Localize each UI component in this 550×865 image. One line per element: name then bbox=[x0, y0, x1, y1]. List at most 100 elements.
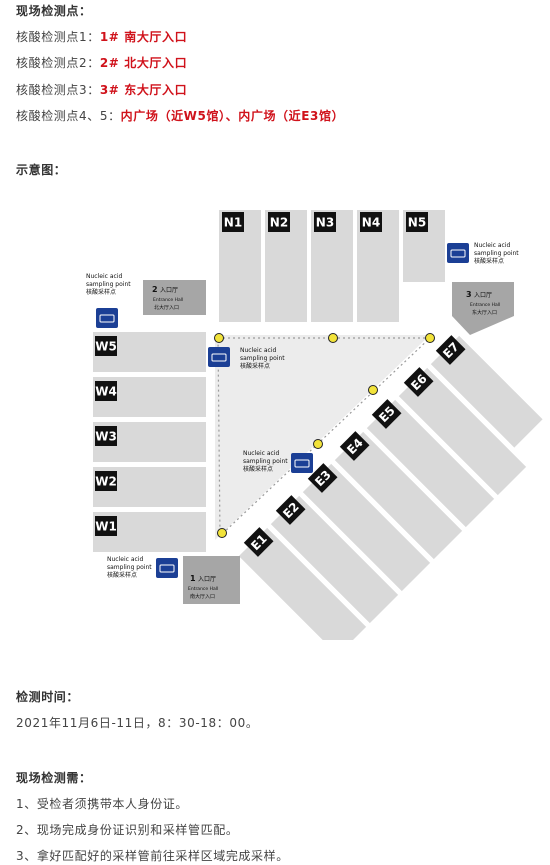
hall-e3: E3 bbox=[302, 463, 431, 592]
hall-label-box bbox=[307, 463, 338, 493]
entrance-east-block bbox=[452, 282, 514, 335]
site-item-2: 核酸检测点2：2# 北大厅入口 bbox=[16, 55, 187, 71]
sampling-label-en1: Nucleic acid bbox=[240, 347, 276, 354]
sampling-label-en2: sampling point bbox=[86, 281, 131, 288]
sampling-point-plaza-w5: Nucleic acid sampling point 核酸采样点 bbox=[208, 347, 285, 370]
hall-e2: E2 bbox=[270, 495, 399, 624]
hall-n3: N3 bbox=[311, 210, 353, 322]
hall-label-text: N2 bbox=[270, 216, 288, 230]
entrance-east-number: 3 bbox=[466, 290, 472, 299]
site-item-4: 核酸检测点4、5：内广场（近W5馆）、内广场（近E3馆） bbox=[16, 108, 344, 124]
hall-label: E6 bbox=[403, 367, 434, 397]
site-item-highlight: 2# 北大厅入口 bbox=[99, 56, 188, 70]
hall-label-box bbox=[95, 381, 117, 401]
hall-label-text: W5 bbox=[95, 340, 117, 354]
hall-e4: E4 bbox=[334, 431, 463, 560]
hall-n4: N4 bbox=[357, 210, 399, 322]
entrance-east-en: Entrance Hall bbox=[470, 302, 500, 308]
hall-e7: E7 bbox=[430, 335, 543, 448]
site-item-highlight: 1# 南大厅入口 bbox=[99, 30, 188, 44]
sampling-label-en1: Nucleic acid bbox=[474, 242, 510, 249]
site-item-prefix: 核酸检测点2： bbox=[16, 56, 100, 70]
sampling-label-en2: sampling point bbox=[107, 564, 152, 571]
entrance-north-number: 2 bbox=[152, 285, 158, 294]
requirement-item: 2、现场完成身份证识别和采样管匹配。 bbox=[16, 823, 239, 837]
hall-block bbox=[366, 399, 495, 528]
sampling-point-north: Nucleic acid sampling point 核酸采样点 bbox=[447, 242, 519, 265]
sampling-point-west: Nucleic acid sampling point 核酸采样点 bbox=[86, 273, 131, 328]
sites-heading: 现场检测点： bbox=[16, 4, 92, 18]
path-marker bbox=[368, 385, 378, 395]
entrance-south: 1 入口厅 Entrance Hall 南大厅入口 bbox=[183, 556, 240, 604]
hall-label-box bbox=[222, 212, 244, 232]
hall-label-box bbox=[371, 399, 402, 429]
hall-n1: N1 bbox=[219, 210, 261, 322]
sampling-icon bbox=[156, 558, 178, 578]
entrance-north-en: Entrance Hall bbox=[153, 297, 183, 303]
hall-label-box bbox=[95, 471, 117, 491]
hall-block bbox=[270, 495, 399, 624]
path-marker bbox=[313, 439, 323, 449]
entrance-east-cn: 东大厅入口 bbox=[472, 309, 497, 316]
sampling-icon-tube bbox=[99, 314, 115, 323]
entrance-south-number: 1 bbox=[190, 574, 196, 583]
hall-e5: E5 bbox=[366, 399, 495, 528]
path-marker bbox=[217, 528, 227, 538]
hall-label: W5 bbox=[95, 336, 117, 356]
hall-e6: E6 bbox=[398, 367, 527, 496]
requirement-item: 3、拿好匹配好的采样管前往采样区域完成采样。 bbox=[16, 849, 289, 863]
sampling-label-en2: sampling point bbox=[240, 355, 285, 362]
hall-label: N5 bbox=[406, 212, 428, 232]
sampling-label-cn: 核酸采样点 bbox=[240, 362, 270, 370]
hall-label: N4 bbox=[360, 212, 382, 232]
sampling-point-south: Nucleic acid sampling point 核酸采样点 bbox=[107, 556, 178, 579]
hall-w3: W3 bbox=[93, 422, 206, 462]
hall-label-box bbox=[268, 212, 290, 232]
sampling-icon bbox=[208, 347, 230, 367]
site-item-highlight: 内广场（近W5馆）、内广场（近E3馆） bbox=[120, 109, 345, 123]
hall-block bbox=[398, 367, 527, 496]
hall-label-text: N5 bbox=[408, 216, 426, 230]
hall-label-box bbox=[314, 212, 336, 232]
hall-label-box bbox=[275, 495, 306, 525]
plaza-path bbox=[217, 337, 432, 538]
hall-block bbox=[238, 527, 367, 640]
hall-label-text: W4 bbox=[95, 385, 117, 399]
site-item-prefix: 核酸检测点1： bbox=[16, 30, 100, 44]
path-marker bbox=[328, 333, 338, 343]
hall-n5: N5 bbox=[403, 210, 445, 282]
hall-label: W1 bbox=[95, 516, 117, 536]
time-value: 2021年11月6日-11日，8：30-18：00。 bbox=[16, 716, 259, 730]
hall-label-box bbox=[406, 212, 428, 232]
sampling-label-en1: Nucleic acid bbox=[86, 273, 122, 280]
entrance-north-cn: 北大厅入口 bbox=[154, 304, 179, 311]
hall-label-box bbox=[403, 367, 434, 397]
hall-label-box bbox=[95, 516, 117, 536]
sampling-label-cn: 核酸采样点 bbox=[107, 571, 137, 579]
hall-label: W3 bbox=[95, 426, 117, 446]
hall-label: E4 bbox=[339, 431, 370, 461]
hall-label: E3 bbox=[307, 463, 338, 493]
entrance-north: 2 入口厅 Entrance Hall 北大厅入口 bbox=[143, 280, 206, 315]
entrance-north-block bbox=[143, 280, 206, 315]
sampling-label-cn: 核酸采样点 bbox=[243, 465, 273, 473]
requirement-item: 1、受检者须携带本人身份证。 bbox=[16, 797, 189, 811]
hall-label-text: N1 bbox=[224, 216, 242, 230]
hall-label-text: N3 bbox=[316, 216, 334, 230]
hall-block bbox=[430, 335, 543, 448]
path-markers bbox=[214, 333, 435, 538]
hall-block bbox=[302, 463, 431, 592]
hall-label: E1 bbox=[243, 527, 274, 557]
hall-label: E2 bbox=[275, 495, 306, 525]
entrance-south-block bbox=[183, 556, 240, 604]
sampling-point-plaza-e3: Nucleic acid sampling point 核酸采样点 bbox=[243, 450, 313, 473]
entrance-east-title: 入口厅 bbox=[474, 292, 492, 299]
sampling-label-en2: sampling point bbox=[474, 250, 519, 257]
hall-label-box bbox=[360, 212, 382, 232]
site-item-3: 核酸检测点3：3# 东大厅入口 bbox=[16, 82, 187, 98]
hall-n2: N2 bbox=[265, 210, 307, 322]
hall-e1: E1 bbox=[238, 527, 367, 640]
